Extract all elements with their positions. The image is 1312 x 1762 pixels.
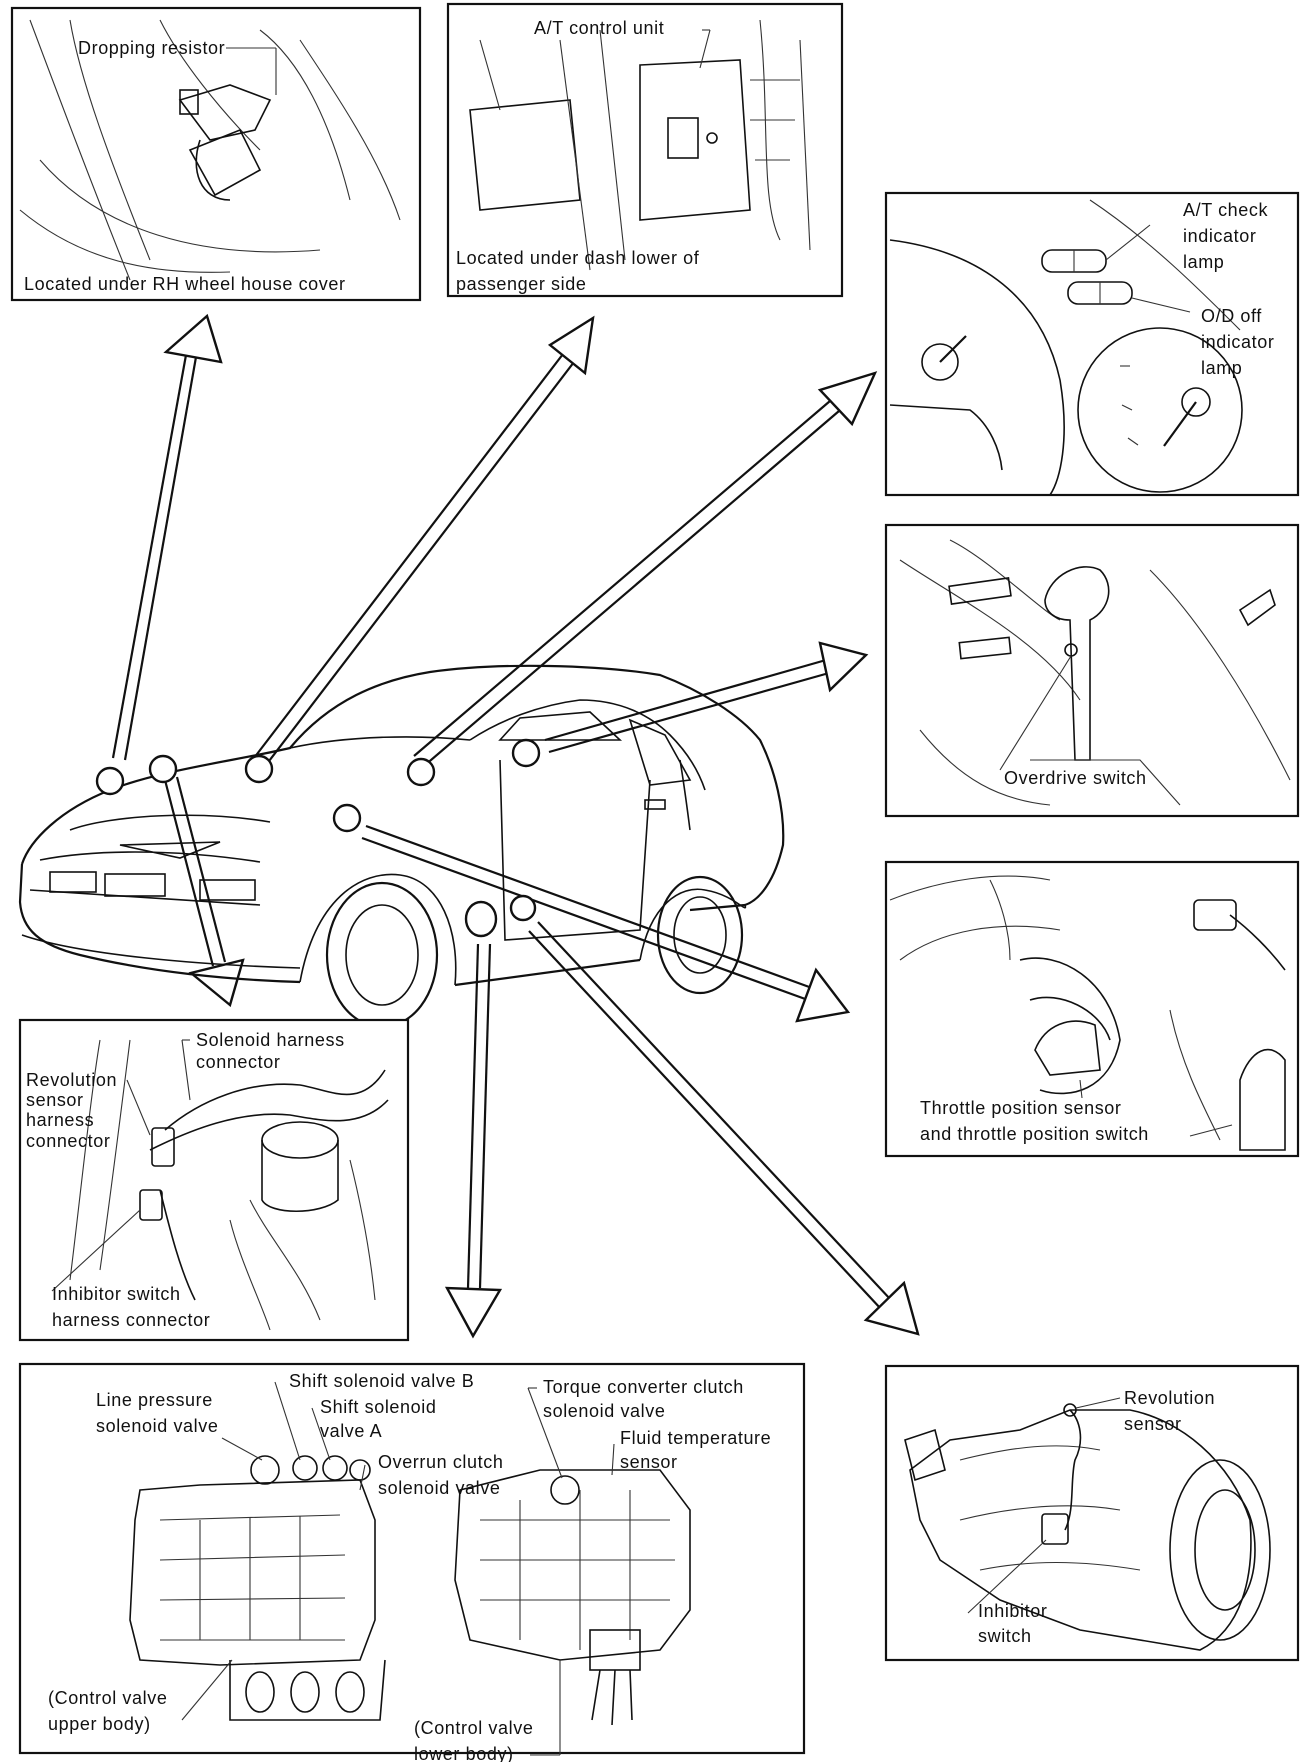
- marker-harness-connector: [148, 754, 178, 784]
- marker-transmission: [509, 894, 537, 922]
- dropping-resistor-label: Dropping resistor: [78, 38, 225, 58]
- marker-throttle-sensor: [332, 803, 362, 833]
- od-off-label-line3: lamp: [1201, 358, 1242, 378]
- dropping-resistor-location: Located under RH wheel house cover: [24, 274, 346, 294]
- panel-overdrive-switch: Overdrive switch: [884, 523, 1300, 818]
- shift-solenoid-a-label-line2: valve A: [320, 1421, 382, 1441]
- marker-indicator-lamp: [406, 757, 436, 787]
- transmission-revolution-label-line2: sensor: [1124, 1414, 1182, 1434]
- throttle-label-line2: and throttle position switch: [920, 1124, 1149, 1144]
- shift-solenoid-b-label: Shift solenoid valve B: [289, 1371, 474, 1391]
- upper-body-label-line1: (Control valve: [48, 1688, 167, 1708]
- lower-body-label-line1: (Control valve: [414, 1718, 533, 1738]
- panel-throttle-sensor: Throttle position sensor and throttle po…: [884, 860, 1300, 1158]
- at-check-label-line2: indicator: [1183, 226, 1256, 246]
- at-control-unit-location-line1: Located under dash lower of: [456, 248, 700, 268]
- revolution-harness-label-line3: harness: [26, 1110, 94, 1130]
- od-off-label-line1: O/D off: [1201, 306, 1262, 326]
- fluid-temperature-label-line2: sensor: [620, 1452, 678, 1472]
- upper-body-label-line2: upper body): [48, 1714, 151, 1734]
- at-check-label-line1: A/T check: [1183, 200, 1268, 220]
- transmission-inhibitor-label-line1: Inhibitor: [978, 1601, 1047, 1621]
- overrun-clutch-label-line2: solenoid valve: [378, 1478, 500, 1498]
- torque-converter-label-line1: Torque converter clutch: [543, 1377, 744, 1397]
- arrow-to-harness-connectors: [163, 776, 245, 1008]
- marker-at-control-unit: [244, 754, 274, 784]
- panel-at-control-unit: A/T control unit Located under dash lowe…: [446, 2, 844, 298]
- marker-overdrive-switch: [511, 738, 541, 768]
- car-illustration: [18, 664, 785, 1029]
- at-check-label-line3: lamp: [1183, 252, 1224, 272]
- revolution-harness-label-line1: Revolution: [26, 1070, 117, 1090]
- revolution-harness-label-line2: sensor: [26, 1090, 84, 1110]
- transmission-revolution-label-line1: Revolution: [1124, 1388, 1215, 1408]
- revolution-harness-label-line4: connector: [26, 1131, 110, 1151]
- panel-indicator-lamps: A/T check indicator lamp O/D off indicat…: [884, 191, 1300, 497]
- panel-transmission: Revolution sensor Inhibitor switch: [884, 1364, 1300, 1662]
- inhibitor-harness-label-line2: harness connector: [52, 1310, 210, 1330]
- marker-control-valve: [464, 900, 498, 938]
- arrow-to-overdrive-switch: [544, 641, 869, 754]
- transmission-inhibitor-label-line2: switch: [978, 1626, 1032, 1646]
- solenoid-harness-label-line1: Solenoid harness: [196, 1030, 345, 1050]
- overdrive-switch-label: Overdrive switch: [1004, 768, 1147, 788]
- panel-harness-connectors: Solenoid harness connector Revolution se…: [18, 1018, 410, 1342]
- at-control-unit-location-line2: passenger side: [456, 274, 586, 294]
- line-pressure-label-line2: solenoid valve: [96, 1416, 218, 1436]
- at-control-unit-label: A/T control unit: [534, 18, 664, 38]
- lower-body-label-line2: lower body): [414, 1744, 514, 1762]
- arrow-to-indicator-lamps: [413, 371, 878, 767]
- arrow-to-control-valve: [444, 943, 503, 1339]
- line-pressure-label-line1: Line pressure: [96, 1390, 213, 1410]
- arrow-to-dropping-resistor: [111, 313, 223, 761]
- marker-dropping-resistor: [95, 766, 125, 796]
- location-markers: [95, 738, 541, 938]
- arrow-to-throttle-sensor: [361, 824, 851, 1023]
- inhibitor-harness-label-line1: Inhibitor switch: [52, 1284, 181, 1304]
- od-off-label-line2: indicator: [1201, 332, 1274, 352]
- shift-solenoid-a-label-line1: Shift solenoid: [320, 1397, 436, 1417]
- overrun-clutch-label-line1: Overrun clutch: [378, 1452, 503, 1472]
- fluid-temperature-label-line1: Fluid temperature: [620, 1428, 771, 1448]
- panel-control-valve: Line pressure solenoid valve Shift solen…: [18, 1362, 806, 1762]
- throttle-label-line1: Throttle position sensor: [920, 1098, 1122, 1118]
- torque-converter-label-line2: solenoid valve: [543, 1401, 665, 1421]
- arrow-to-at-control-unit: [253, 315, 595, 766]
- arrow-to-transmission: [528, 921, 920, 1336]
- solenoid-harness-label-line2: connector: [196, 1052, 280, 1072]
- panel-dropping-resistor: Dropping resistor Located under RH wheel…: [10, 6, 422, 302]
